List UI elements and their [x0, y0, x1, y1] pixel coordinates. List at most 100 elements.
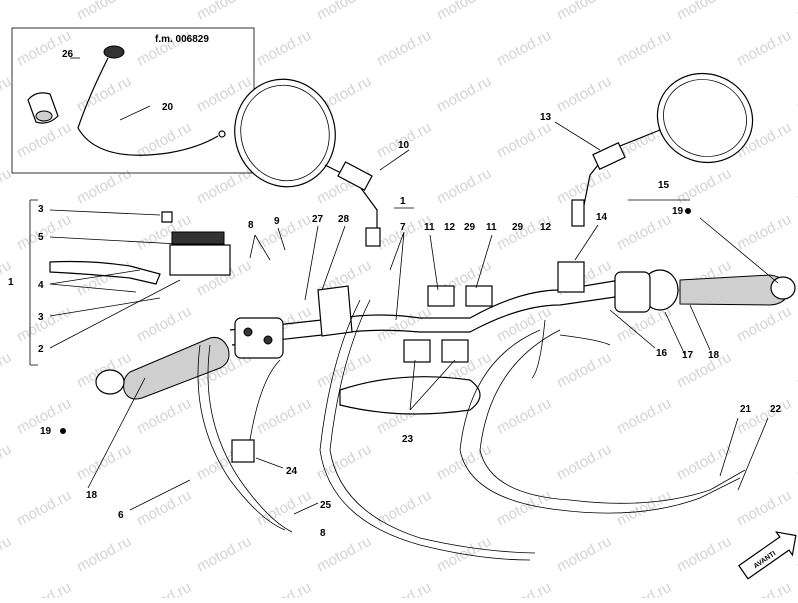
watermark-text: motod.ru [554, 441, 614, 484]
clutch-lever [49, 260, 161, 285]
watermark-text: motod.ru [434, 0, 494, 24]
callout-28: 28 [338, 214, 350, 225]
watermark-text: motod.ru [74, 441, 134, 484]
callout-13: 13 [540, 112, 552, 123]
callout-23: 23 [402, 434, 414, 445]
watermark-text: motod.ru [734, 27, 794, 70]
callout-3-bottom: 3 [38, 312, 44, 323]
watermark-text: motod.ru [14, 303, 74, 346]
callout-1-center: 1 [400, 196, 406, 207]
watermark-text: motod.ru [194, 0, 254, 24]
watermark-text: motod.ru [494, 303, 554, 346]
watermark-text: motod.ru [134, 579, 194, 598]
watermark-text: motod.ru [14, 487, 74, 530]
watermark-text: motod.ru [734, 487, 794, 530]
callout-18-left: 18 [86, 490, 98, 501]
callout-6: 6 [118, 510, 124, 521]
watermark-text: motod.ru [374, 487, 434, 530]
left-switch [234, 317, 284, 359]
watermark-text: motod.ru [0, 533, 14, 576]
callout-12-left: 12 [444, 222, 456, 233]
leader-lines [29, 57, 779, 515]
watermark-text: motod.ru [0, 441, 14, 484]
watermark-text: motod.ru [14, 579, 74, 598]
inset-box: f.m. 006829 [11, 27, 255, 174]
callout-26: 26 [62, 49, 74, 60]
callout-25: 25 [320, 500, 332, 511]
watermark-text: motod.ru [494, 395, 554, 438]
left-grip [95, 337, 230, 400]
watermark-text: motod.ru [614, 27, 674, 70]
cables [197, 299, 746, 561]
watermark-text: motod.ru [674, 533, 734, 576]
callout-11-right: 11 [486, 222, 497, 233]
watermark-text: motod.ru [734, 211, 794, 254]
clamps [317, 261, 585, 415]
watermark-text: motod.ru [314, 0, 374, 24]
watermark-text: motod.ru [74, 165, 134, 208]
watermark-text: motod.ru [554, 0, 614, 24]
right-mirror [571, 72, 754, 227]
choke-cable [77, 57, 219, 156]
watermark-text: motod.ru [554, 73, 614, 116]
watermark-text: motod.ru [794, 349, 798, 392]
watermark-text: motod.ru [614, 211, 674, 254]
callout-29-left: 29 [464, 222, 476, 233]
watermark-text: motod.ru [254, 395, 314, 438]
callout-1-left: 1 [8, 277, 14, 288]
watermark-text: motod.ru [614, 395, 674, 438]
callout-21: 21 [740, 404, 752, 415]
callout-15: 15 [658, 180, 670, 191]
left-mirror [234, 78, 381, 247]
callout-17: 17 [682, 350, 694, 361]
callout-18-right: 18 [708, 350, 720, 361]
callout-8-top: 8 [248, 220, 254, 231]
watermark-text: motod.ru [254, 27, 314, 70]
throttle-housing [614, 271, 651, 313]
watermark-text: motod.ru [254, 487, 314, 530]
watermark-text: motod.ru [374, 303, 434, 346]
callout-8-bottom: 8 [320, 528, 326, 539]
watermark-text: motod.ru [494, 579, 554, 598]
watermark-text: motod.ru [134, 303, 194, 346]
watermark-text: motod.ru [0, 349, 14, 392]
choke-knob-part [103, 45, 125, 59]
callout-22: 22 [770, 404, 782, 415]
callout-11-left: 11 [424, 222, 435, 233]
watermark-text: motod.ru [194, 533, 254, 576]
master-cylinder [49, 211, 231, 285]
watermark-text: motod.ru [674, 165, 734, 208]
callout-10: 10 [398, 140, 410, 151]
callout-5: 5 [38, 232, 44, 243]
watermark-text: motod.ru [314, 441, 374, 484]
handlebar [229, 279, 623, 346]
watermark-text: motod.ru [434, 165, 494, 208]
callout-4: 4 [38, 280, 44, 291]
watermark-text: motod.ru [0, 0, 14, 24]
callout-7: 7 [400, 222, 406, 233]
watermark-text: motod.ru [74, 0, 134, 24]
callout-2: 2 [38, 344, 44, 355]
top-yoke [339, 376, 481, 415]
watermark-text: motod.ru [554, 349, 614, 392]
watermark-text: motod.ru [494, 27, 554, 70]
watermark-text: motod.ru [734, 395, 794, 438]
watermark-text: motod.ru [14, 119, 74, 162]
watermark-text: motod.ru [134, 395, 194, 438]
watermark-text: motod.ru [794, 0, 798, 24]
watermark-text: motod.ru [734, 579, 794, 598]
direction-arrow: AVANTI [738, 531, 797, 580]
right-grip [614, 269, 796, 313]
bar-end-weight-left [95, 369, 125, 395]
watermark-text: motod.ru [794, 165, 798, 208]
watermark-text: motod.ru [794, 441, 798, 484]
watermark-text: motod.ru [734, 303, 794, 346]
watermark-text: motod.ru [434, 73, 494, 116]
watermark-text: motod.ru [14, 211, 74, 254]
callout-19-left: 19 [40, 426, 52, 437]
callout-19-right: 19 [672, 206, 684, 217]
watermark-text: motod.ru [314, 533, 374, 576]
dot-marker-left [60, 428, 66, 434]
